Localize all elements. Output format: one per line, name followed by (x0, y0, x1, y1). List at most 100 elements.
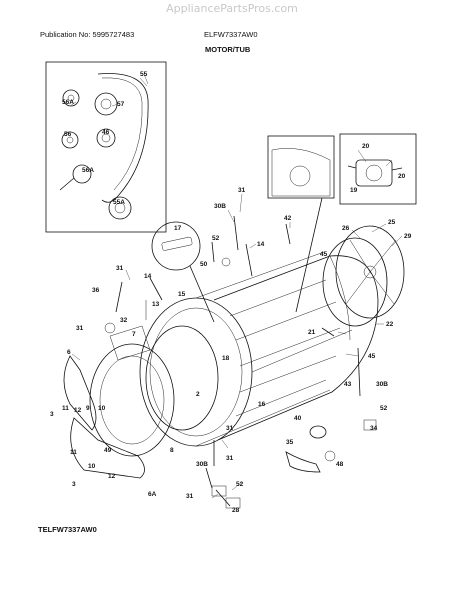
callout-25: 25 (388, 219, 396, 226)
callout-34: 34 (370, 425, 378, 432)
publication-number: Publication No: 5995727483 (40, 30, 135, 39)
part-56 (61, 131, 79, 149)
callout-31-a: 31 (238, 187, 246, 194)
callout-56: 56 (64, 131, 72, 138)
callout-6a: 6A (148, 491, 157, 498)
callout-9: 9 (86, 405, 90, 412)
part-56a-low (72, 164, 92, 184)
spring-30b-top (233, 215, 239, 251)
callout-26: 26 (342, 225, 350, 232)
callout-31-c: 31 (76, 325, 84, 332)
callout-2: 2 (196, 391, 200, 398)
callout-55a: 55A (113, 199, 125, 206)
callout-18: 18 (222, 355, 230, 362)
pump-35 (285, 451, 321, 473)
callout-13: 13 (152, 301, 160, 308)
bracket-6a (70, 417, 145, 479)
callout-29: 29 (404, 233, 412, 240)
callout-56a-top: 56A (62, 99, 74, 106)
callout-19: 19 (350, 187, 358, 194)
callout-55: 55 (140, 71, 148, 78)
inset-tub-detail (267, 135, 335, 313)
outer-tub-assembly (139, 225, 405, 447)
callout-52-c: 52 (236, 481, 244, 488)
shock-43 (357, 347, 361, 397)
callout-45-a: 45 (320, 251, 328, 258)
callout-31-f: 31 (186, 493, 194, 500)
shock-36 (115, 281, 123, 313)
callout-16: 16 (258, 401, 266, 408)
callout-12-b: 12 (108, 473, 116, 480)
callout-48: 48 (336, 461, 344, 468)
callout-21: 21 (308, 329, 316, 336)
callout-10-b: 10 (88, 463, 96, 470)
callout-31-d: 31 (226, 425, 234, 432)
callout-30b-c: 30B (196, 461, 208, 468)
circle-detail-17 (151, 221, 215, 323)
inset-motor (339, 133, 417, 205)
callout-11-b: 11 (70, 449, 77, 456)
spring-14-left (149, 277, 163, 301)
callout-3-b: 3 (72, 481, 76, 488)
callout-40: 40 (294, 415, 302, 422)
callout-20-low: 20 (398, 173, 406, 180)
shock-30b-bottom (205, 467, 213, 489)
callout-labels: 55 56A 57 56 46 56A 55A 20 19 20 31 30B … (50, 71, 412, 514)
inset-door-seal (45, 61, 167, 233)
hardware (104, 215, 377, 509)
spring-14-top (245, 243, 253, 277)
part-56a-top (62, 89, 80, 107)
bracket-6 (63, 355, 97, 431)
callout-22: 22 (386, 321, 394, 328)
callout-15: 15 (178, 291, 186, 298)
tub-rear (322, 237, 388, 327)
tub-front-opening (145, 325, 219, 431)
callout-3-a: 3 (50, 411, 54, 418)
leader-lines (69, 73, 403, 499)
callout-7: 7 (132, 331, 136, 338)
drum-pulley (335, 225, 405, 319)
callout-57: 57 (117, 101, 125, 108)
callout-46: 46 (102, 129, 110, 136)
diagram-id: TELFW7337AW0 (38, 525, 97, 534)
part-57 (94, 92, 118, 116)
callout-12-a: 12 (74, 407, 82, 414)
callout-30b-a: 30B (214, 203, 226, 210)
rod-42 (285, 223, 291, 245)
callout-11-a: 11 (62, 405, 69, 412)
callout-50: 50 (200, 261, 208, 268)
callout-52-b: 52 (380, 405, 388, 412)
tub-shell (213, 255, 379, 441)
callout-17: 17 (174, 225, 182, 232)
callout-31-e: 31 (226, 455, 234, 462)
callout-36: 36 (92, 287, 100, 294)
front-panel-parts (63, 325, 175, 479)
callout-8: 8 (170, 447, 174, 454)
callout-49: 49 (104, 447, 112, 454)
callout-14-b: 14 (144, 273, 152, 280)
callout-56a-low: 56A (82, 167, 94, 174)
pump-40 (309, 425, 327, 439)
callout-14-a: 14 (257, 241, 265, 248)
callout-42: 42 (284, 215, 292, 222)
callout-6: 6 (67, 349, 71, 356)
callout-30b-b: 30B (376, 381, 388, 388)
section-title: MOTOR/TUB (205, 45, 251, 54)
callout-31-b: 31 (116, 265, 124, 272)
model-number: ELFW7337AW0 (204, 30, 258, 39)
part-46 (96, 128, 116, 148)
callout-43: 43 (344, 381, 352, 388)
callout-10-a: 10 (98, 405, 106, 412)
site-watermark: AppliancePartsPros.com (166, 2, 298, 15)
callout-20-top: 20 (362, 143, 370, 150)
callout-45-b: 45 (368, 353, 376, 360)
motor-part (355, 159, 393, 187)
boot-ring (89, 343, 175, 457)
pointer-line (295, 197, 323, 313)
callout-28: 28 (232, 507, 240, 514)
callout-32: 32 (120, 317, 128, 324)
callout-35: 35 (286, 439, 294, 446)
callout-52-a: 52 (212, 235, 220, 242)
part-55a (108, 196, 132, 220)
